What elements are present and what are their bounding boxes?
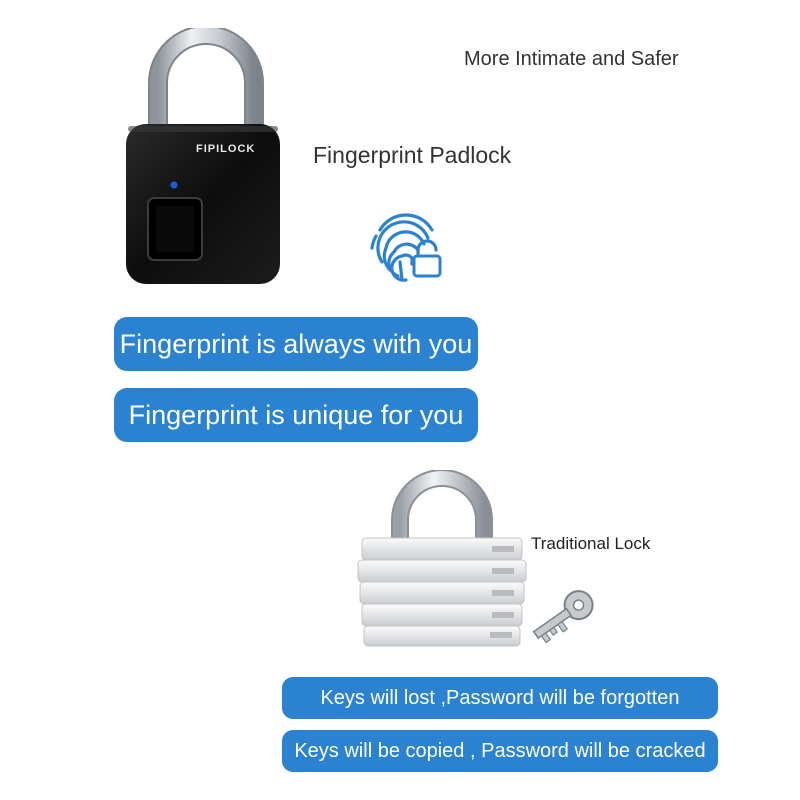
drawback-pill-copied-cracked: Keys will be copied , Password will be c… <box>282 730 718 772</box>
traditional-lock-image <box>352 470 612 670</box>
benefit-pill-always-with-you: Fingerprint is always with you <box>114 317 478 371</box>
traditional-lock-label: Traditional Lock <box>531 534 651 553</box>
brand-logo: FIPILOCK <box>196 143 256 155</box>
key-icon <box>520 584 606 648</box>
tagline: More Intimate and Safer <box>464 48 679 70</box>
indicator-led <box>170 181 178 189</box>
drawback-pill-lost-forgotten: Keys will lost ,Password will be forgott… <box>282 677 718 719</box>
product-title: Fingerprint Padlock <box>313 142 512 168</box>
fingerprint-padlock-image <box>118 28 288 290</box>
benefit-pill-unique: Fingerprint is unique for you <box>114 388 478 442</box>
fingerprint-lock-icon <box>360 200 452 292</box>
